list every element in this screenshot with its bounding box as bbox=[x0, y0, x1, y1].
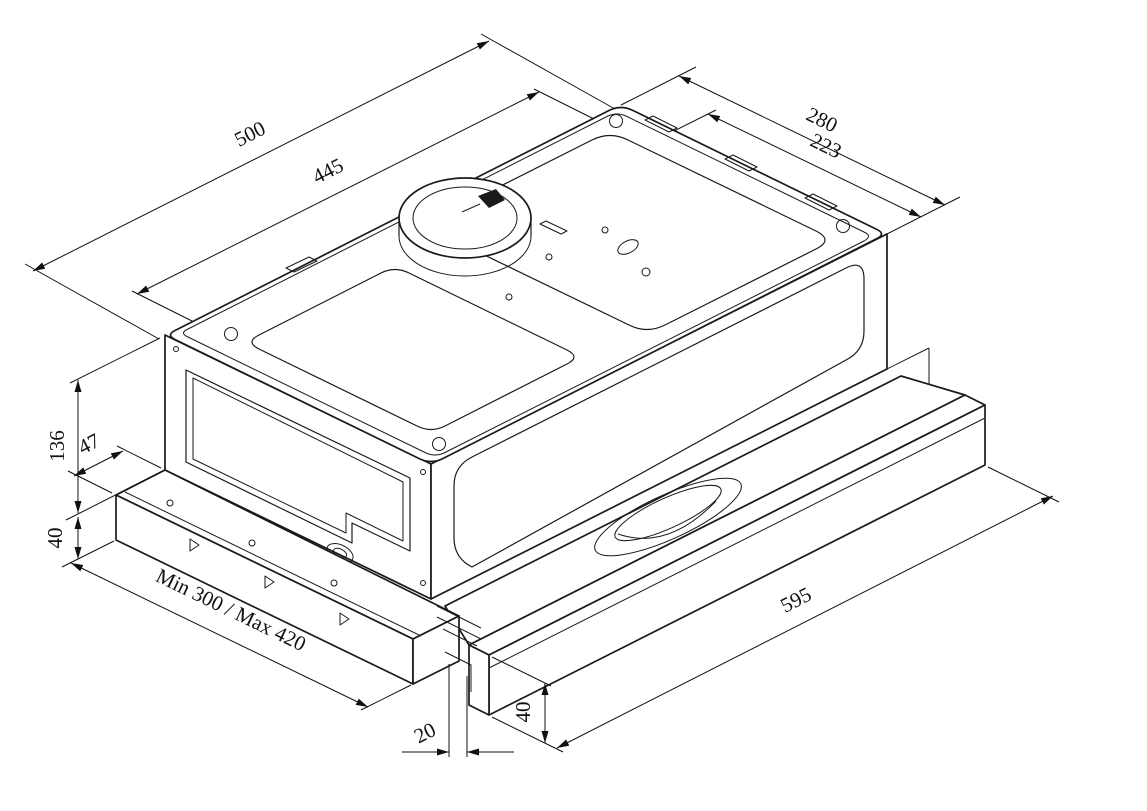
left-recessed-panel-inner bbox=[192, 377, 404, 542]
extension-line bbox=[491, 716, 564, 753]
extension-line bbox=[673, 109, 717, 132]
dimension-label-136: 136 bbox=[45, 430, 69, 462]
screw-hole-small bbox=[173, 346, 179, 352]
screw-hole-small bbox=[641, 267, 651, 277]
extension-line bbox=[69, 337, 161, 384]
dimension-40-panel: 40 bbox=[491, 656, 552, 743]
dimension-line bbox=[136, 91, 540, 295]
rail-line bbox=[436, 616, 482, 640]
screw-hole-small bbox=[420, 580, 426, 586]
dimension-line bbox=[556, 495, 1054, 749]
extension-line bbox=[360, 684, 412, 711]
collar-rim-outer bbox=[398, 177, 532, 259]
mounting-slot bbox=[539, 220, 568, 235]
screw-hole bbox=[432, 437, 446, 451]
screw-hole-small bbox=[166, 499, 174, 507]
screw-hole-small bbox=[505, 293, 513, 301]
rail-line bbox=[442, 628, 478, 647]
screw-hole-small bbox=[420, 469, 426, 475]
dimension-label-40-left: 40 bbox=[43, 528, 67, 549]
dimension-136: 136 bbox=[45, 337, 164, 521]
right-step-edge bbox=[886, 347, 930, 384]
top-face-inner-outline bbox=[183, 113, 869, 456]
panel-left-endcap bbox=[468, 644, 490, 716]
extension-line bbox=[24, 263, 160, 340]
extension-line bbox=[61, 540, 115, 568]
extension-line bbox=[116, 445, 162, 469]
dimension-label-40-panel: 40 bbox=[511, 702, 535, 723]
mounting-slot bbox=[644, 115, 678, 133]
dimension-line bbox=[73, 450, 124, 477]
vent-triangle bbox=[189, 538, 200, 552]
extension-line bbox=[533, 88, 595, 120]
rail-line bbox=[436, 605, 482, 629]
keyhole-slot bbox=[617, 239, 639, 255]
screw-hole-small bbox=[545, 253, 553, 261]
left-recessed-panel bbox=[185, 369, 411, 552]
dimension-40-left: 40 bbox=[43, 517, 115, 568]
extension-line bbox=[65, 470, 164, 521]
extension-line bbox=[620, 66, 697, 106]
left-face-details bbox=[173, 346, 426, 586]
screw-hole bbox=[609, 114, 623, 128]
extension-line bbox=[491, 656, 552, 687]
dimension-line bbox=[70, 562, 369, 708]
screw-hole-small bbox=[601, 226, 609, 234]
chassis-front-face bbox=[412, 615, 460, 685]
screw-hole bbox=[224, 327, 238, 341]
extension-line bbox=[886, 196, 961, 235]
slide-rails bbox=[436, 347, 930, 702]
rail-bracket bbox=[444, 651, 472, 692]
front-recessed-panel bbox=[453, 264, 865, 568]
extension-line bbox=[131, 290, 193, 322]
extension-line bbox=[480, 33, 616, 110]
screw-hole-small bbox=[248, 539, 256, 547]
dimension-line bbox=[707, 113, 922, 218]
screw-hole bbox=[836, 219, 850, 233]
